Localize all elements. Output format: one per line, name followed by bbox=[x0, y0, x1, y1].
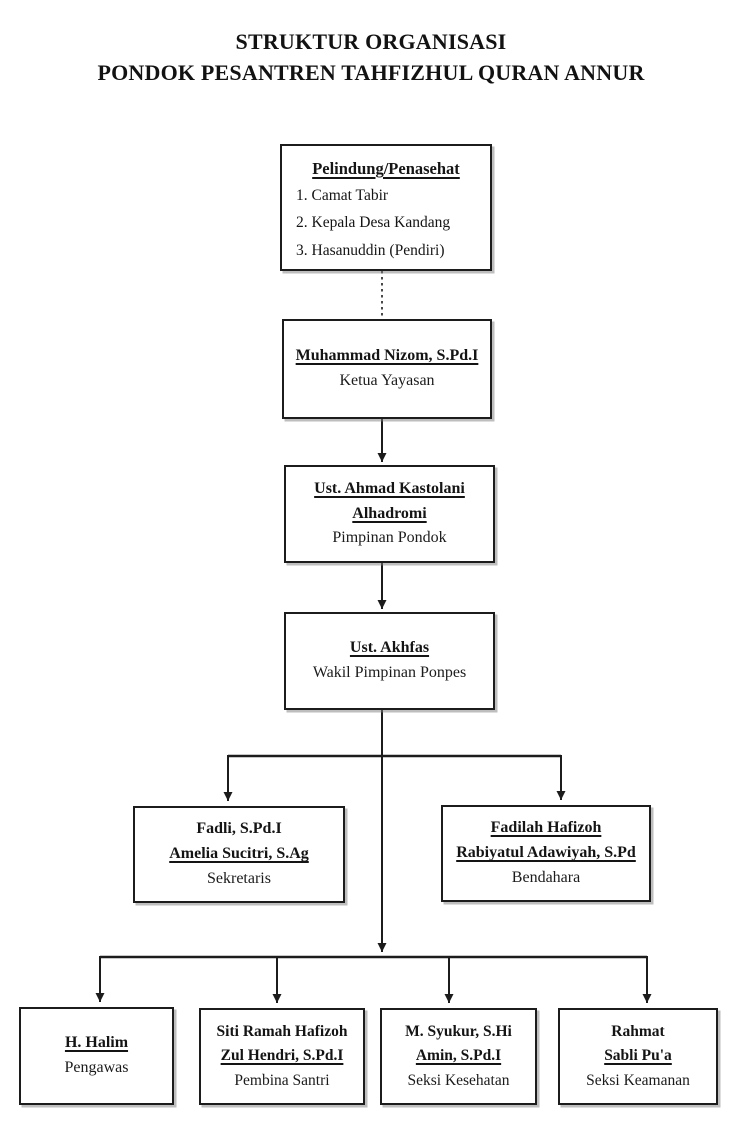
node-seksi-kesehatan: M. Syukur, S.Hi Amin, S.Pd.I Seksi Keseh… bbox=[380, 1008, 537, 1105]
page-title-line2: PONDOK PESANTREN TAHFIZHUL QURAN ANNUR bbox=[97, 60, 645, 86]
role-label: Wakil Pimpinan Ponpes bbox=[312, 664, 467, 681]
node-wakil-pimpinan: Ust. Akhfas Wakil Pimpinan Ponpes bbox=[284, 612, 495, 710]
node-bendahara: Fadilah Hafizoh Rabiyatul Adawiyah, S.Pd… bbox=[441, 805, 651, 902]
person-name: Fadli, S.Pd.I bbox=[196, 820, 282, 838]
list-item: 1. Camat Tabir bbox=[296, 186, 389, 204]
node-ketua-yayasan: Muhammad Nizom, S.Pd.I Ketua Yayasan bbox=[282, 319, 492, 419]
person-name: Ust. Akhfas bbox=[349, 639, 430, 657]
node-pimpinan-pondok: Ust. Ahmad Kastolani Alhadromi Pimpinan … bbox=[284, 465, 495, 563]
role-label: Bendahara bbox=[511, 868, 581, 886]
node-heading: Pelindung/Penasehat bbox=[312, 159, 460, 178]
person-name: Muhammad Nizom, S.Pd.I bbox=[295, 347, 479, 365]
node-pembina-santri: Siti Ramah Hafizoh Zul Hendri, S.Pd.I Pe… bbox=[199, 1008, 365, 1105]
person-name: Alhadromi bbox=[352, 504, 427, 522]
person-name: H. Halim bbox=[64, 1034, 129, 1052]
list-item: 3. Hasanuddin (Pendiri) bbox=[296, 241, 445, 259]
role-label: Pembina Santri bbox=[234, 1071, 330, 1089]
person-name: Zul Hendri, S.Pd.I bbox=[220, 1047, 344, 1065]
person-name: Sabli Pu'a bbox=[604, 1047, 672, 1065]
person-name: Ust. Ahmad Kastolani bbox=[314, 479, 465, 497]
role-label: Seksi Keamanan bbox=[586, 1071, 690, 1089]
list-item: 2. Kepala Desa Kandang bbox=[296, 214, 451, 232]
person-name: Rabiyatul Adawiyah, S.Pd bbox=[456, 844, 636, 862]
role-label: Pengawas bbox=[64, 1059, 129, 1076]
person-name: M. Syukur, S.Hi bbox=[405, 1023, 512, 1041]
person-name: Fadilah Hafizoh bbox=[490, 819, 602, 837]
person-name: Rahmat bbox=[611, 1023, 665, 1041]
node-pelindung-penasehat: Pelindung/Penasehat 1. Camat Tabir 2. Ke… bbox=[280, 144, 492, 271]
pelindung-list: 1. Camat Tabir 2. Kepala Desa Kandang 3.… bbox=[286, 185, 486, 262]
person-name: Siti Ramah Hafizoh bbox=[216, 1023, 348, 1041]
role-label: Sekretaris bbox=[207, 869, 271, 887]
node-seksi-keamanan: Rahmat Sabli Pu'a Seksi Keamanan bbox=[558, 1008, 718, 1105]
page-title-line1: STRUKTUR ORGANISASI bbox=[235, 29, 507, 54]
role-label: Ketua Yayasan bbox=[339, 372, 435, 389]
role-label: Pimpinan Pondok bbox=[332, 529, 447, 547]
node-pengawas: H. Halim Pengawas bbox=[19, 1007, 174, 1105]
person-name: Amin, S.Pd.I bbox=[415, 1047, 502, 1065]
person-name: Amelia Sucitri, S.Ag bbox=[169, 845, 309, 863]
role-label: Seksi Kesehatan bbox=[407, 1071, 510, 1089]
node-sekretaris: Fadli, S.Pd.I Amelia Sucitri, S.Ag Sekre… bbox=[133, 806, 345, 903]
page-title: STRUKTUR ORGANISASI PONDOK PESANTREN TAH… bbox=[0, 26, 742, 88]
